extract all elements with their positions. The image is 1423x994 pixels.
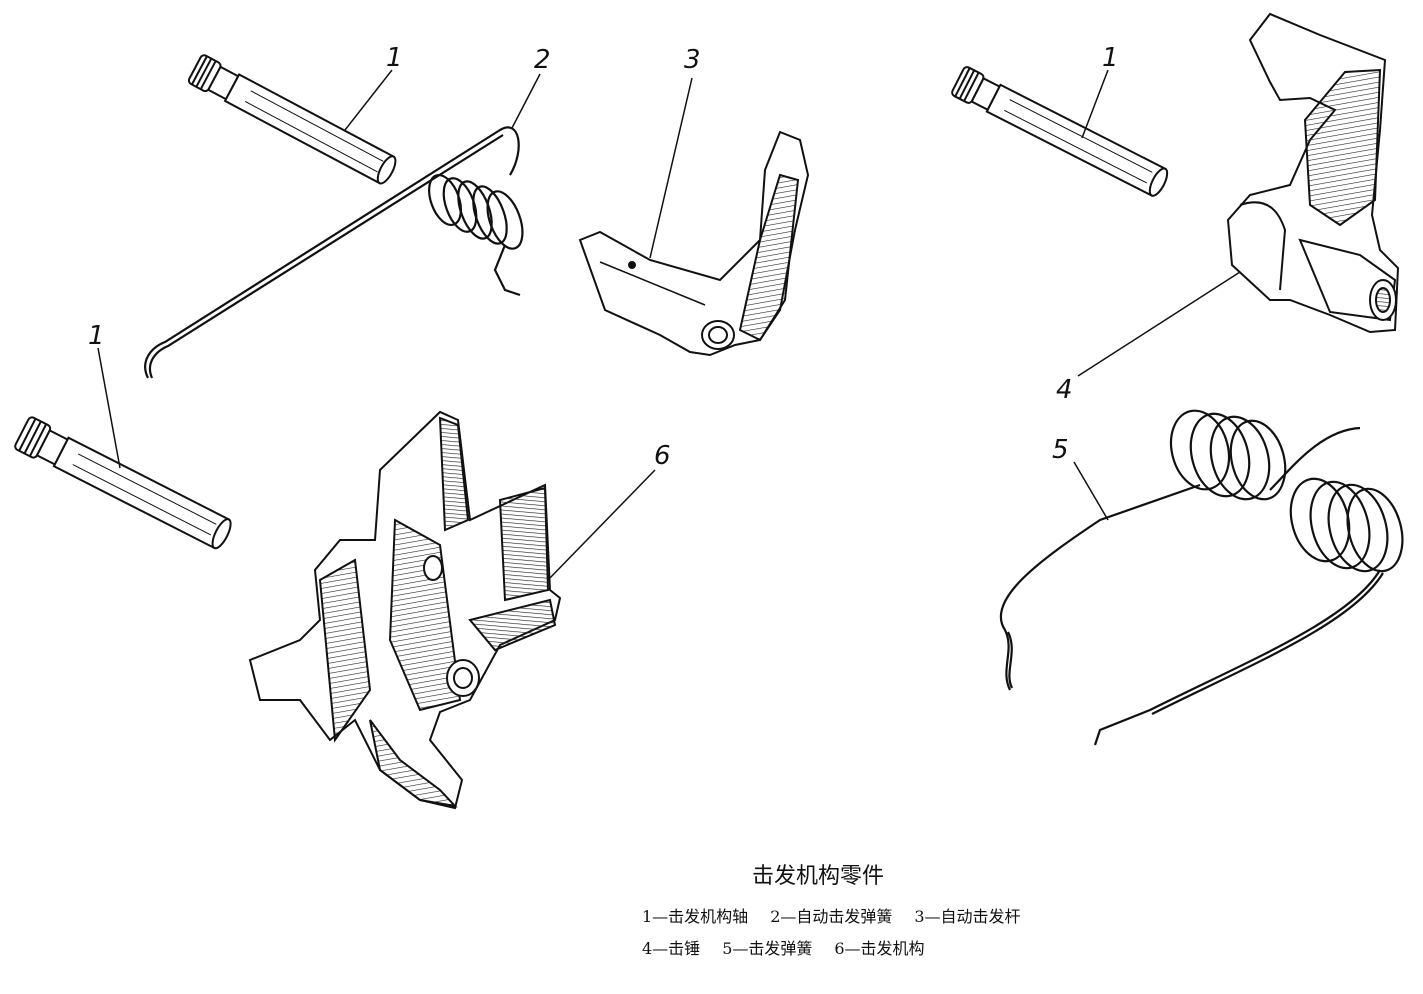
figure-title: 击发机构零件 [752, 864, 885, 889]
legend-item: 3—自动击发杆 [914, 907, 1021, 926]
firing-spring-part-5 [999, 409, 1404, 746]
callout-hammer: 4 [1056, 375, 1073, 405]
legend-row-2: 4—击锤 5—击发弹簧 6—击发机构 [642, 935, 947, 959]
leader-line-auto-lever [649, 77, 693, 259]
axle-part-1-left [14, 416, 232, 550]
leader-line-hammer [1077, 271, 1241, 377]
legend-item: 6—击发机构 [834, 939, 925, 958]
legend-item: 5—击发弹簧 [722, 939, 813, 958]
leader-line-axle-left [97, 347, 121, 469]
axle-part-1-right [951, 66, 1169, 197]
callout-axle-left: 1 [88, 321, 105, 351]
callout-mechanism: 6 [654, 441, 671, 471]
legend-item: 1—击发机构轴 [642, 907, 749, 926]
legend-item: 2—自动击发弹簧 [770, 907, 893, 926]
mechanism-part-6 [248, 410, 562, 810]
leader-line-axle-top [344, 69, 393, 131]
auto-spring-part-2 [144, 126, 524, 379]
legend-row-1: 1—击发机构轴 2—自动击发弹簧 3—自动击发杆 [642, 903, 1043, 927]
callout-auto-spring: 2 [534, 45, 551, 75]
leader-line-firing-spring [1073, 461, 1109, 521]
callout-axle-top: 1 [386, 43, 403, 73]
callout-auto-lever: 3 [684, 45, 701, 75]
legend-item: 4—击锤 [642, 939, 701, 958]
leader-line-axle-right [1081, 69, 1109, 139]
leader-line-auto-spring [511, 73, 541, 129]
hammer-part-4 [1226, 12, 1400, 334]
callout-axle-right: 1 [1102, 43, 1119, 73]
axle-part-1-top [187, 54, 397, 185]
auto-lever-part-3 [578, 130, 810, 357]
leader-line-mechanism [547, 469, 656, 581]
callout-firing-spring: 5 [1052, 435, 1069, 465]
